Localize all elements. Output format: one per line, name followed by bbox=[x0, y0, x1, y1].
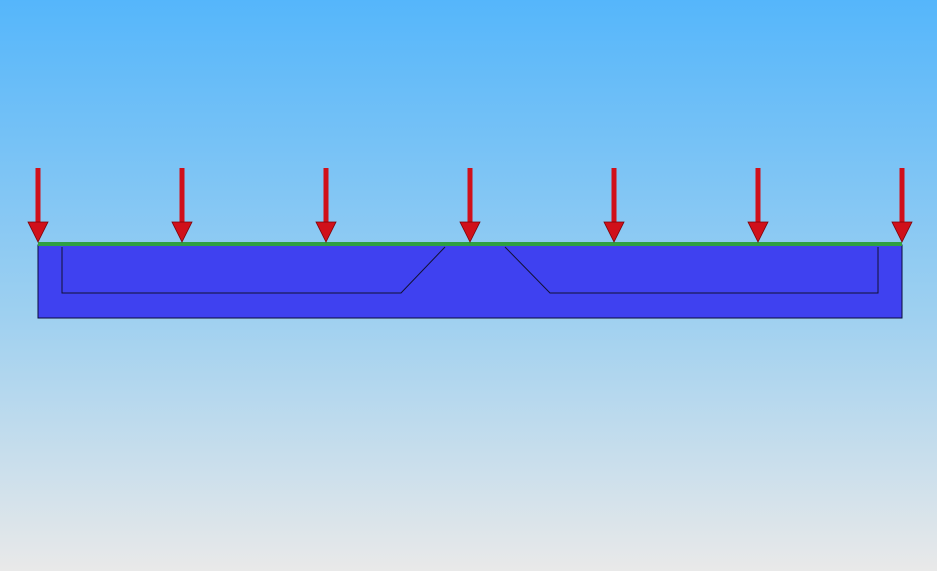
arrow-shaft bbox=[467, 168, 473, 223]
arrow-head bbox=[27, 221, 49, 243]
arrow-head bbox=[315, 221, 337, 243]
arrow-shaft bbox=[323, 168, 329, 223]
arrow-shaft bbox=[35, 168, 41, 223]
arrow-shaft bbox=[179, 168, 185, 223]
down-arrow-icon bbox=[603, 168, 625, 243]
arrow-head bbox=[171, 221, 193, 243]
arrow-head bbox=[603, 221, 625, 243]
arrow-shaft bbox=[611, 168, 617, 223]
arrow-shaft bbox=[755, 168, 761, 223]
arrow-head bbox=[459, 221, 481, 243]
down-arrow-icon bbox=[891, 168, 913, 243]
down-arrow-icon bbox=[747, 168, 769, 243]
plate-body[interactable] bbox=[37, 244, 903, 319]
down-arrow-icon bbox=[171, 168, 193, 243]
arrow-head bbox=[891, 221, 913, 243]
down-arrow-icon bbox=[315, 168, 337, 243]
inner-recess-outline bbox=[61, 246, 879, 294]
arrow-head bbox=[747, 221, 769, 243]
load-arrows-group bbox=[27, 168, 913, 243]
down-arrow-icon bbox=[459, 168, 481, 243]
arrow-shaft bbox=[899, 168, 905, 223]
load-surface[interactable] bbox=[38, 242, 902, 246]
down-arrow-icon bbox=[27, 168, 49, 243]
